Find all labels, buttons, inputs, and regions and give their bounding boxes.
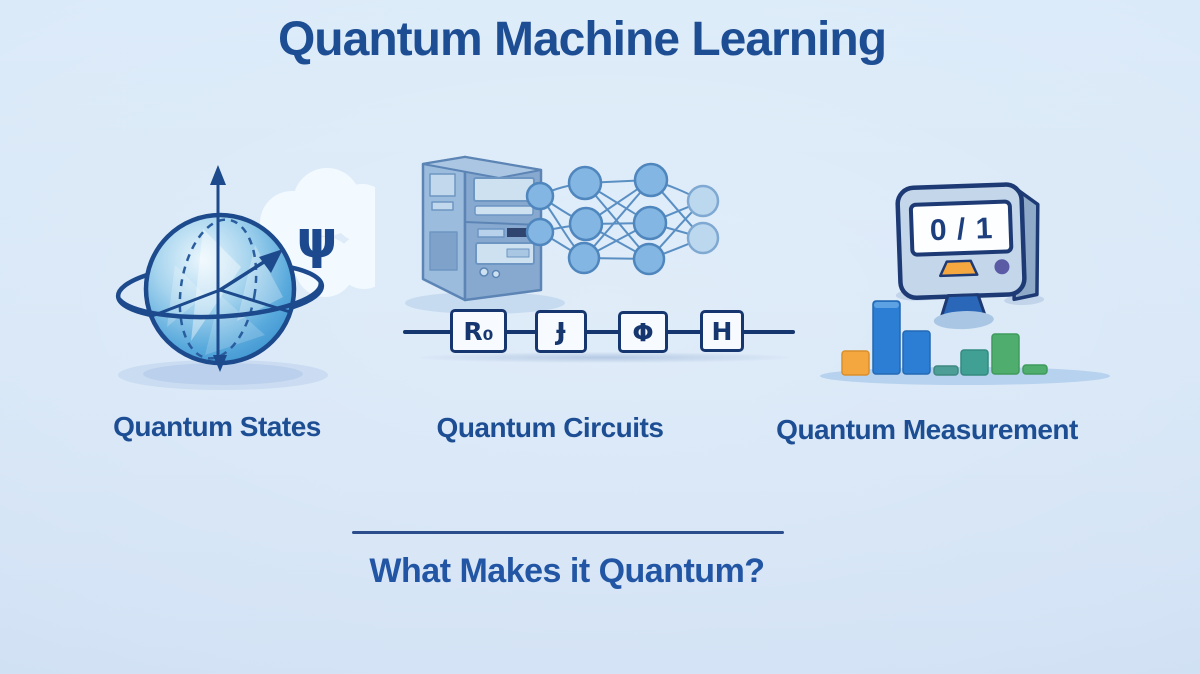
bar-teal-small — [933, 365, 959, 376]
sphere-facets — [167, 229, 283, 355]
quantum-measurement-illustration: 0 / 1 — [820, 182, 1110, 385]
gate-phi-label: Φ — [632, 317, 654, 347]
bar-green-tall — [991, 333, 1020, 375]
monitor-icon: 0 / 1 — [895, 182, 1045, 330]
monitor-base — [933, 311, 994, 330]
state-vector — [218, 258, 269, 292]
screen-readout: 0 / 1 — [929, 212, 993, 247]
gate-j-stroke-label: Ɉ — [556, 317, 566, 346]
sphere-shadow-inner — [143, 363, 303, 385]
gate-h: H — [700, 310, 744, 352]
gate-h-label: H — [711, 316, 733, 346]
orange-button[interactable] — [938, 259, 979, 278]
footer-divider — [352, 531, 784, 534]
measurement-bar-chart — [841, 300, 1048, 376]
state-vector-arrowhead-icon — [259, 249, 283, 273]
gate-phi: Φ — [618, 311, 668, 353]
axis-arrow-up-icon — [210, 165, 226, 185]
bar-blue-tall-highlight — [874, 302, 899, 308]
bar-green-small — [1022, 364, 1048, 375]
bar-blue-tall — [872, 300, 901, 375]
label-quantum-circuits: Quantum Circuits — [436, 412, 664, 443]
orbit-ring-front — [117, 282, 323, 320]
dashed-meridian — [178, 218, 258, 360]
purple-button[interactable] — [994, 259, 1010, 275]
gate-j-stroke: Ɉ — [535, 310, 587, 353]
circuit-shadow — [420, 352, 790, 363]
tower-shadow — [405, 292, 565, 314]
page-title: Quantum Machine Learning — [277, 13, 887, 66]
computer-tower-icon — [421, 155, 543, 302]
neural-network-icon — [525, 162, 720, 276]
label-quantum-measurement: Quantum Measurement — [776, 414, 1078, 445]
bar-orange — [841, 350, 870, 376]
circuit-wire — [403, 330, 795, 334]
gate-r0: R₀ — [450, 309, 507, 353]
footer-question: What Makes it Quantum? — [369, 552, 765, 590]
label-quantum-states: Quantum States — [113, 411, 321, 442]
axis-arrow-down-icon — [213, 355, 227, 372]
gate-r0-label: R₀ — [463, 316, 494, 346]
bar-teal-medium — [960, 349, 989, 376]
bloch-sphere-illustration: ψ — [115, 165, 375, 390]
quantum-circuits-illustration — [405, 155, 720, 314]
psi-symbol: ψ — [296, 210, 337, 270]
monitor-screen — [908, 199, 1014, 257]
bar-blue-medium — [902, 330, 931, 375]
